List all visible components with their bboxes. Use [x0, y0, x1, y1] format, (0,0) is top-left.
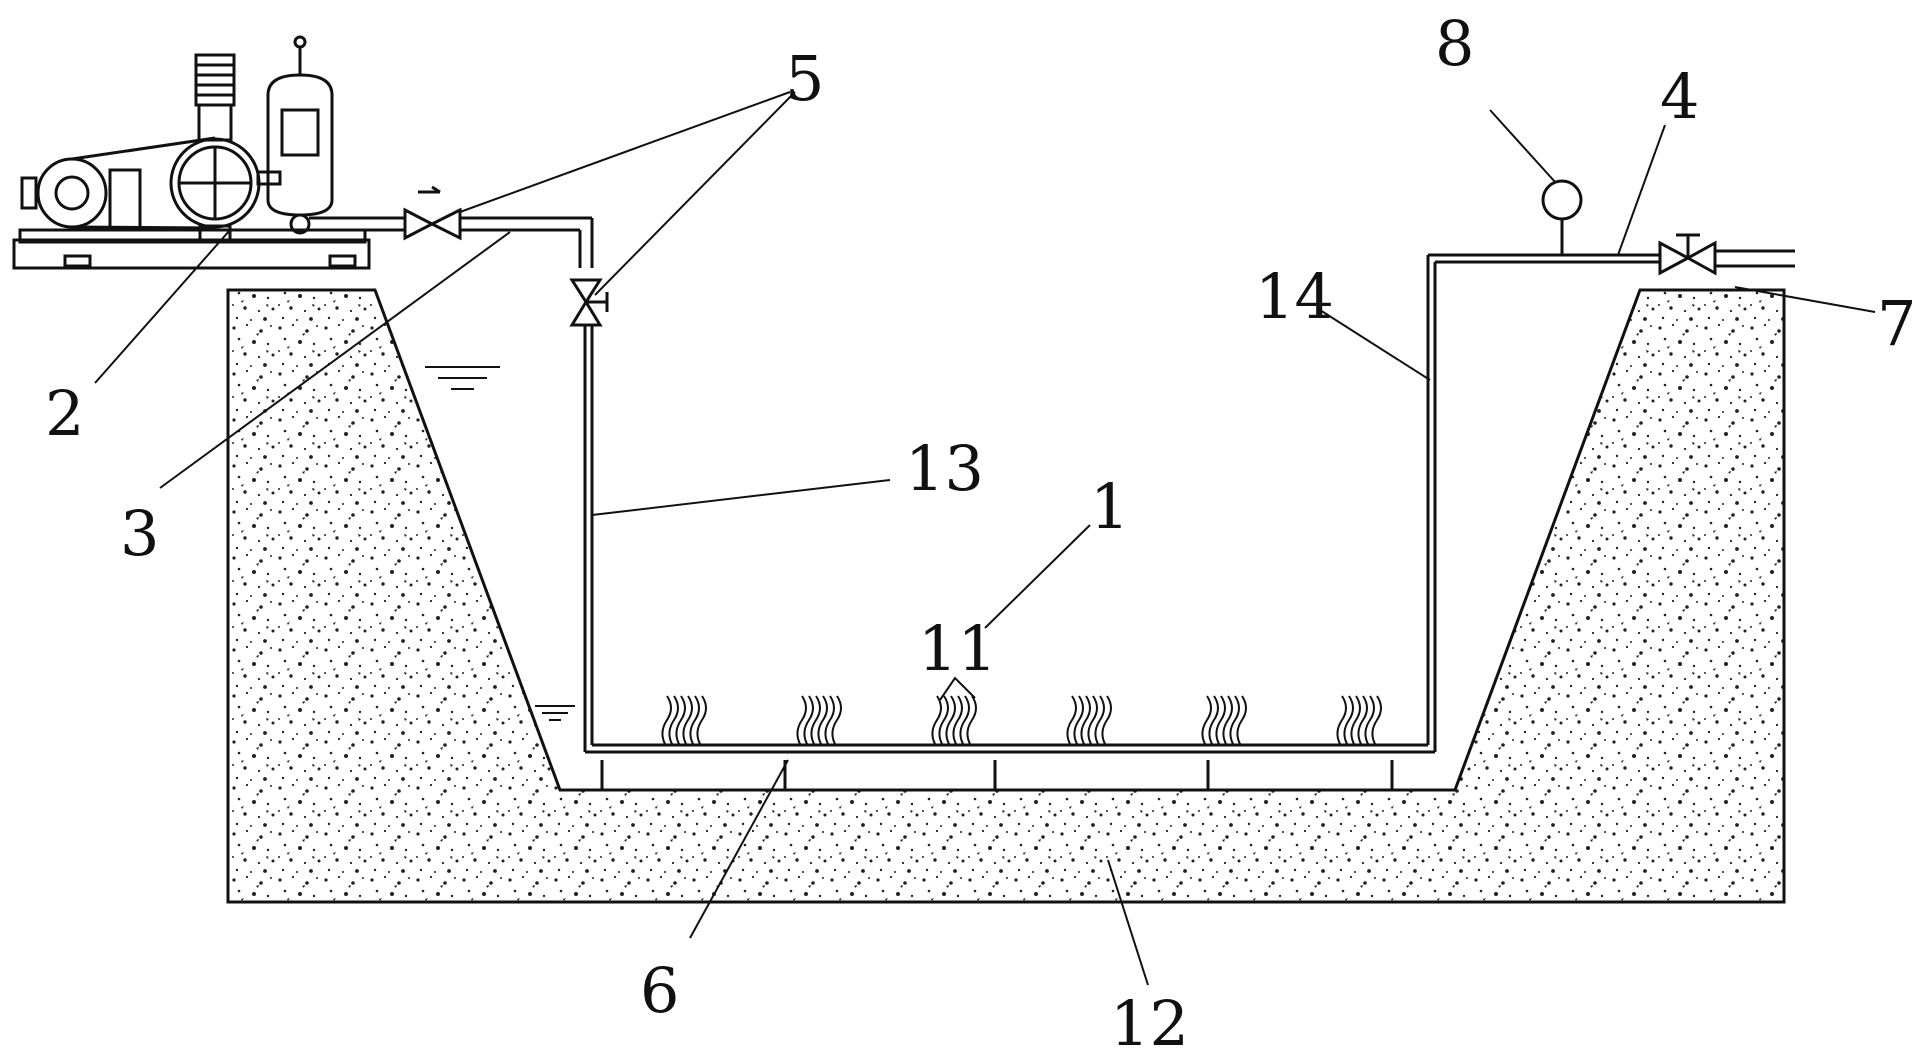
pressure-gauge [1541, 179, 1583, 255]
label-6: 6 [640, 954, 679, 1027]
label-13: 13 [905, 432, 984, 505]
label-7: 7 [1877, 287, 1916, 360]
pipe-supports [600, 760, 1394, 790]
valve-horizontal [403, 185, 462, 241]
label-3: 3 [120, 497, 159, 570]
aerator-bundles [661, 676, 1382, 745]
leader-lines [94, 91, 1876, 986]
pump-unit [12, 35, 371, 270]
label-4: 4 [1660, 60, 1699, 133]
water-level-mark-lower [535, 705, 575, 721]
water-level-mark-upper [425, 366, 500, 390]
label-11: 11 [918, 612, 997, 685]
soil-basin [226, 288, 1786, 904]
label-8: 8 [1435, 7, 1474, 80]
label-14: 14 [1255, 260, 1334, 333]
valve-vertical [569, 278, 609, 327]
label-5: 5 [785, 42, 824, 115]
label-2: 2 [45, 377, 84, 450]
valve-outlet [1658, 233, 1717, 276]
label-12: 12 [1110, 987, 1189, 1060]
inlet-pipe [309, 216, 1795, 754]
label-1: 1 [1090, 470, 1129, 543]
